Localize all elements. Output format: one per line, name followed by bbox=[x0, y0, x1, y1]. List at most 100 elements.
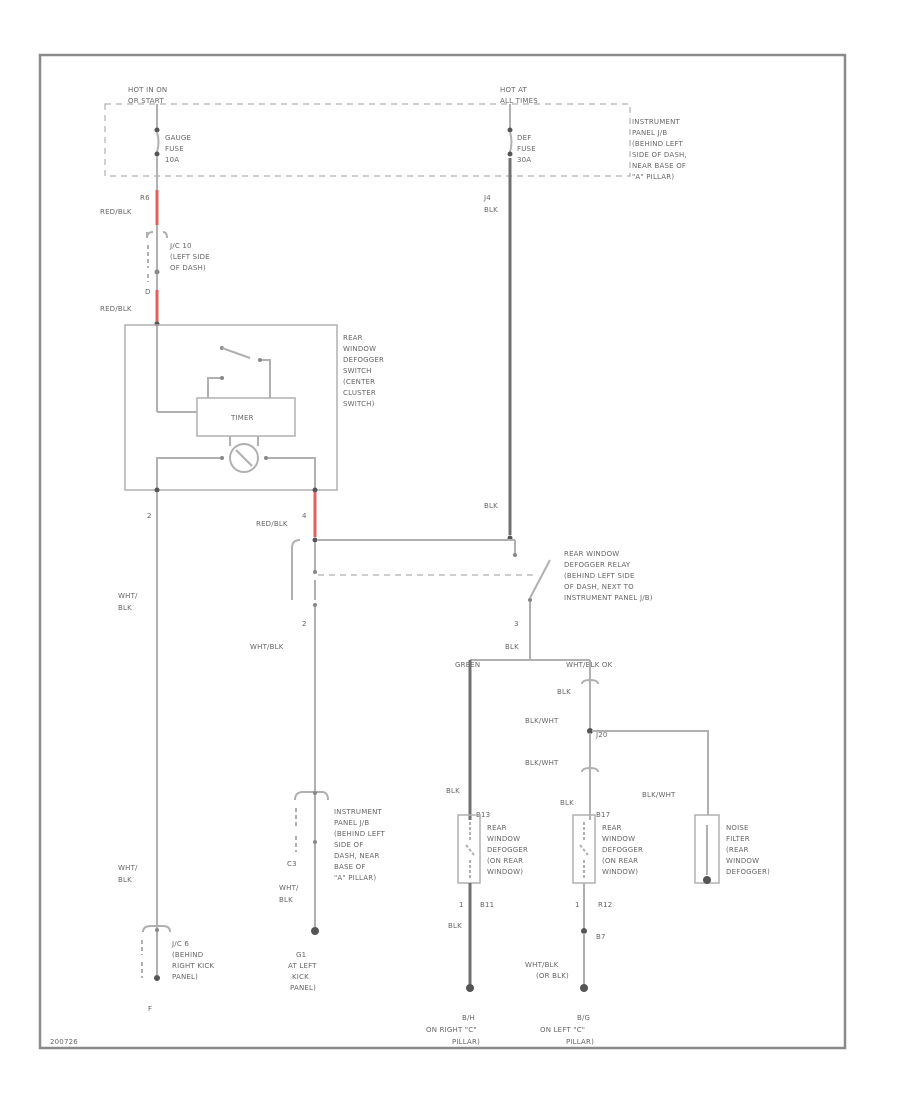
svg-text:AT LEFT: AT LEFT bbox=[288, 962, 317, 970]
ip-jb-mid-label: INSTRUMENT PANEL J/B (BEHIND LEFT SIDE O… bbox=[334, 808, 386, 882]
switch-arm bbox=[221, 347, 251, 359]
svg-text:(BEHIND: (BEHIND bbox=[172, 951, 203, 959]
svg-text:(LEFT SIDE: (LEFT SIDE bbox=[170, 253, 210, 261]
svg-text:ON RIGHT "C": ON RIGHT "C" bbox=[426, 1026, 477, 1034]
gauge-fuse-label-2: FUSE bbox=[165, 145, 184, 153]
pin-b17: B17 bbox=[596, 811, 610, 819]
svg-text:SWITCH: SWITCH bbox=[343, 367, 372, 375]
wire-color-blk: BLK bbox=[484, 206, 498, 214]
splice-j20 bbox=[587, 728, 593, 734]
svg-text:CLUSTER: CLUSTER bbox=[343, 389, 376, 397]
ground-bg-icon bbox=[580, 984, 588, 992]
terminal bbox=[220, 456, 224, 460]
wire-color-wht-blk-2b: BLK bbox=[279, 896, 293, 904]
defogger-switch-box bbox=[124, 324, 338, 491]
wire-color-wht-blk-3: WHT/ bbox=[118, 592, 138, 600]
lamp-filament bbox=[235, 449, 253, 467]
terminal bbox=[507, 151, 513, 157]
pin-c3: C3 bbox=[287, 860, 297, 868]
svg-text:WINDOW: WINDOW bbox=[726, 857, 759, 865]
svg-text:DASH, NEAR: DASH, NEAR bbox=[334, 852, 380, 860]
wire bbox=[268, 457, 316, 488]
terminal bbox=[513, 553, 517, 557]
svg-text:OF DASH): OF DASH) bbox=[170, 264, 206, 272]
svg-text:WINDOW: WINDOW bbox=[602, 835, 635, 843]
svg-text:WINDOW): WINDOW) bbox=[602, 868, 638, 876]
def-fuse-label-2: FUSE bbox=[517, 145, 536, 153]
terminal bbox=[155, 928, 159, 932]
pin-d: D bbox=[145, 288, 151, 296]
hot-run-label: HOT IN ON bbox=[128, 86, 167, 94]
terminal bbox=[312, 487, 318, 493]
timer-label: TIMER bbox=[230, 414, 254, 422]
figure-id: 200726 bbox=[50, 1038, 78, 1046]
jc6-label: J/C 6 (BEHIND RIGHT KICK PANEL) bbox=[171, 940, 214, 981]
svg-text:SWITCH): SWITCH) bbox=[343, 400, 375, 408]
svg-text:INSTRUMENT: INSTRUMENT bbox=[632, 118, 681, 126]
svg-text:FILTER: FILTER bbox=[726, 835, 750, 843]
svg-text:DEFOGGER: DEFOGGER bbox=[602, 846, 643, 854]
relay-contact bbox=[528, 598, 532, 602]
wire bbox=[156, 457, 220, 488]
noise-filter-label: NOISE FILTER (REAR WINDOW DEFOGGER) bbox=[726, 824, 770, 876]
svg-text:"A" PILLAR): "A" PILLAR) bbox=[632, 173, 674, 181]
hot-at-label-2: ALL TIMES bbox=[500, 97, 538, 105]
indicator-lamp-icon bbox=[229, 443, 259, 473]
svg-text:NEAR BASE OF: NEAR BASE OF bbox=[632, 162, 686, 170]
ground-g1-label: G1 AT LEFT KICK PANEL) bbox=[288, 951, 317, 992]
svg-text:PANEL J/B: PANEL J/B bbox=[334, 819, 369, 827]
relay-bracket bbox=[291, 539, 301, 600]
fuse-symbol bbox=[156, 131, 160, 153]
wire-color-wht-blk-2: WHT/ bbox=[279, 884, 299, 892]
svg-text:REAR: REAR bbox=[602, 824, 622, 832]
svg-text:SIDE OF: SIDE OF bbox=[334, 841, 363, 849]
wire-color-green: GREEN bbox=[455, 661, 480, 669]
ground-bh-icon bbox=[466, 984, 474, 992]
wire-color-red-blk-3: RED/BLK bbox=[256, 520, 288, 528]
switch-contact bbox=[258, 358, 262, 362]
pin-1a: 1 bbox=[459, 901, 464, 909]
svg-text:PANEL): PANEL) bbox=[290, 984, 316, 992]
svg-text:DEFOGGER: DEFOGGER bbox=[487, 846, 528, 854]
diagram-frame bbox=[38, 53, 847, 1050]
svg-text:(BEHIND LEFT SIDE: (BEHIND LEFT SIDE bbox=[564, 572, 635, 580]
terminal bbox=[154, 127, 160, 133]
hot-at-label: HOT AT bbox=[500, 86, 528, 94]
terminal bbox=[312, 537, 318, 543]
connector bbox=[142, 925, 171, 933]
gauge-fuse-label: GAUGE bbox=[165, 134, 191, 142]
svg-text:(ON REAR: (ON REAR bbox=[487, 857, 523, 865]
ground-bh-label: B/H ON RIGHT "C" PILLAR) bbox=[426, 1014, 480, 1046]
svg-text:RIGHT KICK: RIGHT KICK bbox=[172, 962, 214, 970]
wire-color-red-blk: RED/BLK bbox=[100, 208, 132, 216]
svg-text:NOISE: NOISE bbox=[726, 824, 749, 832]
svg-text:PANEL J/B: PANEL J/B bbox=[632, 129, 667, 137]
defogger-switch-label: REAR WINDOW DEFOGGER SWITCH (CENTER CLUS… bbox=[343, 334, 384, 408]
pin-3: 3 bbox=[514, 620, 519, 628]
ground-icon bbox=[703, 876, 711, 884]
svg-text:SIDE OF DASH,: SIDE OF DASH, bbox=[632, 151, 687, 159]
svg-text:(BEHIND LEFT: (BEHIND LEFT bbox=[334, 830, 386, 838]
connector bbox=[146, 231, 168, 239]
wire-color-wht-blk-4b: BLK bbox=[118, 876, 132, 884]
switch-contact bbox=[220, 376, 224, 380]
svg-text:B/H: B/H bbox=[462, 1014, 475, 1022]
pin-r6: R6 bbox=[140, 194, 150, 202]
svg-text:BASE OF: BASE OF bbox=[334, 863, 366, 871]
svg-text:WINDOW): WINDOW) bbox=[487, 868, 523, 876]
svg-text:(REAR: (REAR bbox=[726, 846, 749, 854]
pin-2b: 2 bbox=[302, 620, 307, 628]
defogger-relay-label: REAR WINDOW DEFOGGER RELAY (BEHIND LEFT … bbox=[564, 550, 653, 602]
wire-color-blk-7: BLK bbox=[448, 922, 462, 930]
timer-box bbox=[196, 397, 296, 437]
svg-text:WINDOW: WINDOW bbox=[487, 835, 520, 843]
terminal bbox=[313, 570, 317, 574]
fuse-symbol bbox=[509, 131, 513, 153]
svg-text:OF DASH, NEXT TO: OF DASH, NEXT TO bbox=[564, 583, 634, 591]
svg-text:(BEHIND LEFT: (BEHIND LEFT bbox=[632, 140, 684, 148]
svg-text:PANEL): PANEL) bbox=[172, 973, 198, 981]
wire-color-red-blk-2: RED/BLK bbox=[100, 305, 132, 313]
wire-color-wht-blk-or: WHT/BLK bbox=[525, 961, 559, 969]
pin-b13: B13 bbox=[476, 811, 490, 819]
